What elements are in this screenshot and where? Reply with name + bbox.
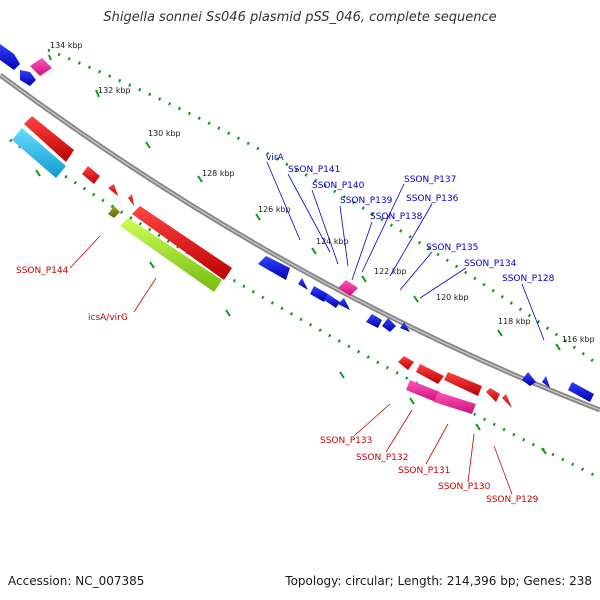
gene-forward — [20, 70, 36, 86]
gene-pink — [30, 58, 52, 76]
reverse-labels: SSON_P144 icsA/virG SSON_P133 SSON_P132 … — [16, 266, 539, 505]
label-SSON_P136: SSON_P136 — [406, 194, 459, 204]
inner-tick-arc — [9, 138, 600, 480]
tick-label-132: 132 kbp — [98, 86, 131, 95]
gene-reverse — [444, 372, 482, 396]
topology-summary: Topology: circular; Length: 214,396 bp; … — [285, 574, 592, 588]
gene-forward — [324, 294, 340, 308]
forward-leader-lines — [266, 161, 545, 341]
tick-label-122: 122 kbp — [374, 267, 407, 276]
major-ticks — [35, 54, 561, 455]
gene-cyan — [12, 128, 66, 178]
gene-reverse — [24, 116, 74, 162]
gene-reverse — [132, 206, 232, 280]
accession-text: Accession: NC_007385 — [8, 574, 145, 588]
label-virA: virA — [266, 153, 285, 163]
map-title: Shigella sonnei Ss046 plasmid pSS_046, c… — [103, 10, 497, 25]
forward-labels: virA SSON_P141 SSON_P140 SSON_P139 SSON_… — [266, 153, 555, 284]
label-SSON_P140: SSON_P140 — [312, 181, 365, 191]
tick-label-126: 126 kbp — [258, 205, 291, 214]
gene-reverse — [82, 166, 100, 184]
tick-label-118: 118 kbp — [498, 317, 531, 326]
gene-reverse — [398, 356, 414, 370]
label-SSON_P131: SSON_P131 — [398, 466, 450, 476]
gene-forward — [568, 382, 594, 402]
tick-label-120: 120 kbp — [436, 293, 469, 302]
tick-label-128: 128 kbp — [202, 169, 235, 178]
gene-olive — [108, 206, 120, 218]
gene-forward — [0, 44, 20, 70]
reverse-leader-lines — [69, 235, 513, 495]
tick-label-134: 134 kbp — [50, 41, 83, 50]
gene-pink — [434, 392, 476, 414]
gene-forward — [400, 322, 410, 332]
label-SSON_P135: SSON_P135 — [426, 243, 478, 253]
gene-forward — [382, 318, 396, 332]
gene-pink — [406, 380, 440, 402]
tick-label-124: 124 kbp — [316, 237, 349, 246]
label-icsA-virG: icsA/virG — [88, 313, 128, 323]
tick-labels: 134 kbp 132 kbp 130 kbp 128 kbp 126 kbp … — [50, 41, 595, 344]
plasmid-backbone — [0, 72, 600, 413]
gene-reverse — [502, 394, 512, 408]
gene-reverse — [416, 364, 444, 384]
label-SSON_P132: SSON_P132 — [356, 453, 408, 463]
label-SSON_P128: SSON_P128 — [502, 274, 555, 284]
reverse-genes — [12, 116, 512, 414]
tick-label-130: 130 kbp — [148, 129, 181, 138]
gene-forward — [338, 298, 350, 310]
tick-label-116: 116 kbp — [562, 335, 595, 344]
gene-forward — [542, 376, 550, 388]
label-SSON_P141: SSON_P141 — [288, 165, 340, 175]
gene-forward — [310, 286, 328, 302]
label-SSON_P139: SSON_P139 — [340, 196, 393, 206]
gene-reverse — [108, 184, 118, 196]
gene-reverse — [486, 388, 500, 402]
label-SSON_P134: SSON_P134 — [464, 259, 517, 269]
label-SSON_P133: SSON_P133 — [320, 436, 372, 446]
label-SSON_P137: SSON_P137 — [404, 175, 456, 185]
label-SSON_P144: SSON_P144 — [16, 266, 69, 276]
label-SSON_P130: SSON_P130 — [438, 482, 491, 492]
gene-forward — [522, 372, 536, 386]
gene-forward — [298, 278, 308, 290]
label-SSON_P129: SSON_P129 — [486, 495, 539, 505]
gene-pink — [338, 280, 358, 296]
gene-green — [120, 218, 222, 292]
gene-reverse — [128, 194, 134, 206]
label-SSON_P138: SSON_P138 — [370, 212, 423, 222]
gene-forward — [258, 256, 290, 280]
gene-forward — [366, 314, 382, 328]
forward-genes — [0, 44, 594, 402]
